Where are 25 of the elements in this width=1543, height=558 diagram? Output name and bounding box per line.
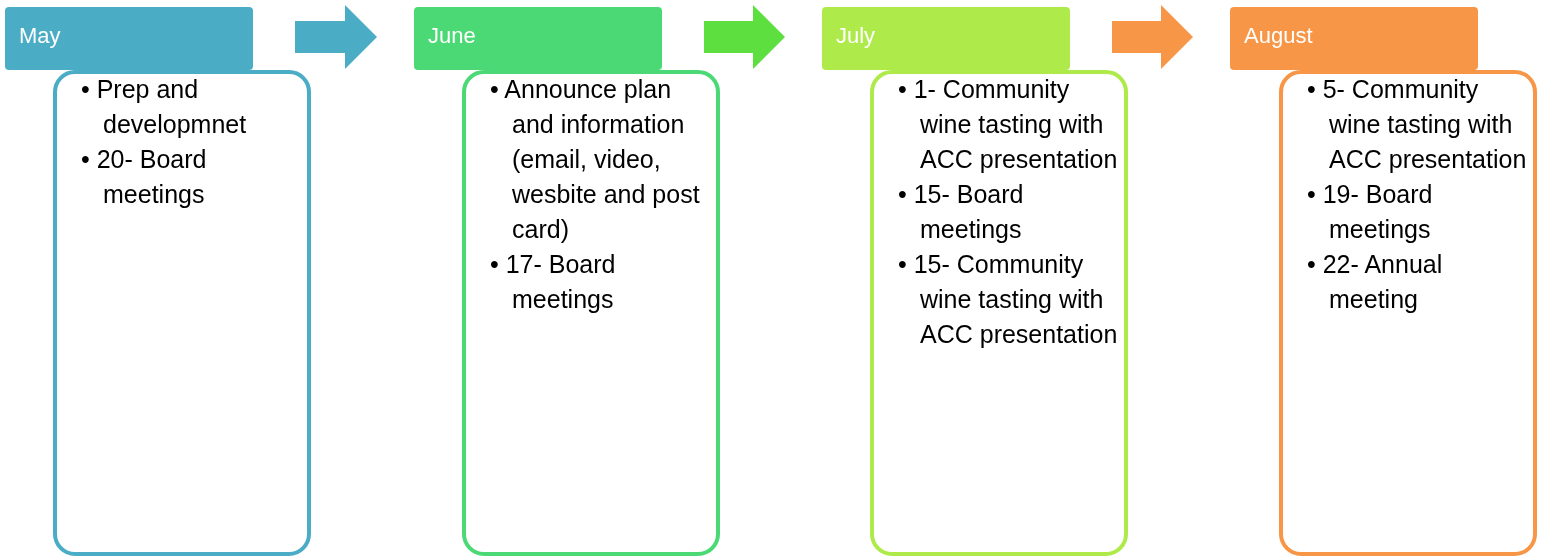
- month-header-box: [5, 7, 253, 70]
- bullet-item: • 5- Community wine tasting with ACC presentation: [1307, 74, 1528, 175]
- month-title: May: [19, 23, 61, 49]
- month-header-box: [1230, 7, 1478, 70]
- content-card: [462, 70, 720, 556]
- bullet-item: • 17- Board meetings: [490, 249, 617, 315]
- bullet-item: • 15- Community wine tasting with ACC presentation: [898, 249, 1119, 350]
- month-header-box: [414, 7, 662, 70]
- arrow: [1112, 5, 1193, 69]
- arrow: [295, 5, 377, 69]
- arrow: [704, 5, 785, 69]
- bullet-item: • 22- Annual meeting: [1307, 249, 1444, 315]
- month-title: June: [428, 23, 476, 49]
- bullet-item: • 19- Board meetings: [1307, 179, 1434, 245]
- bullet-item: • 15- Board meetings: [898, 179, 1025, 245]
- month-header-box: [822, 7, 1070, 70]
- content-card: [53, 70, 311, 556]
- content-card: [870, 70, 1128, 556]
- bullet-item: • 20- Board meetings: [81, 144, 208, 210]
- bullet-item: • Prep and developmnet: [81, 74, 248, 140]
- bullet-item: • 1- Community wine tasting with ACC presentation: [898, 74, 1119, 175]
- month-title: July: [836, 23, 876, 49]
- bullet-item: • Announce plan and information (email, video, wesbite and post card): [490, 74, 701, 245]
- month-title: August: [1244, 23, 1313, 49]
- content-card: [1279, 70, 1537, 556]
